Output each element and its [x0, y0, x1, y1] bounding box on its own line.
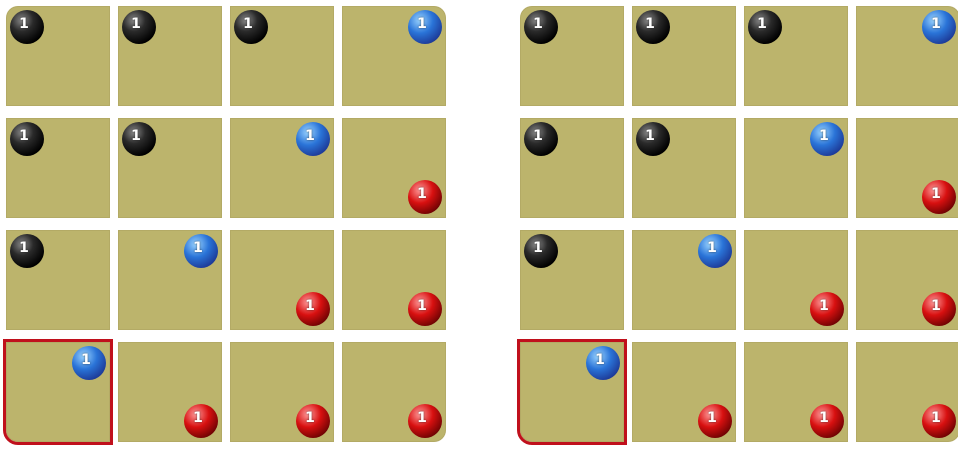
board-cell-r1-c2[interactable]: 1	[230, 118, 334, 218]
board-cell-r3-c2[interactable]: 1	[230, 342, 334, 442]
board-cell-r3-c3[interactable]: 1	[856, 342, 958, 442]
red-ball-icon[interactable]: 1	[922, 404, 956, 438]
red-ball-icon[interactable]: 1	[922, 180, 956, 214]
ball-number: 1	[19, 129, 29, 143]
ball-number: 1	[417, 299, 427, 313]
board-cell-r1-c1[interactable]: 1	[118, 118, 222, 218]
board-cell-r0-c2[interactable]: 1	[744, 6, 848, 106]
ball-number: 1	[931, 299, 941, 313]
ball-number: 1	[707, 241, 717, 255]
ball-number: 1	[819, 411, 829, 425]
board-cell-r0-c1[interactable]: 1	[118, 6, 222, 106]
board-cell-r3-c0[interactable]: 1	[6, 342, 110, 442]
black-ball-icon[interactable]: 1	[234, 10, 268, 44]
board-cell-r1-c3[interactable]: 1	[856, 118, 958, 218]
red-ball-icon[interactable]: 1	[296, 404, 330, 438]
board-cell-r1-c0[interactable]: 1	[6, 118, 110, 218]
black-ball-icon[interactable]: 1	[524, 10, 558, 44]
blue-ball-icon[interactable]: 1	[810, 122, 844, 156]
board-cell-r3-c0[interactable]: 1	[520, 342, 624, 442]
black-ball-icon[interactable]: 1	[636, 122, 670, 156]
ball-number: 1	[19, 17, 29, 31]
black-ball-icon[interactable]: 1	[636, 10, 670, 44]
board-left: 1 1 1 1 1 1 1 1 1 1 1 1 1 1 1 1	[6, 6, 453, 448]
ball-number: 1	[131, 17, 141, 31]
ball-number: 1	[819, 299, 829, 313]
blue-ball-icon[interactable]: 1	[184, 234, 218, 268]
red-ball-icon[interactable]: 1	[810, 292, 844, 326]
ball-number: 1	[305, 411, 315, 425]
ball-number: 1	[193, 411, 203, 425]
board-cell-r2-c0[interactable]: 1	[520, 230, 624, 330]
red-ball-icon[interactable]: 1	[184, 404, 218, 438]
board-cell-r1-c2[interactable]: 1	[744, 118, 848, 218]
board-cell-r0-c0[interactable]: 1	[520, 6, 624, 106]
board-cell-r3-c1[interactable]: 1	[118, 342, 222, 442]
ball-number: 1	[931, 411, 941, 425]
board-cell-r3-c3[interactable]: 1	[342, 342, 446, 442]
ball-number: 1	[757, 17, 767, 31]
red-ball-icon[interactable]: 1	[922, 292, 956, 326]
blue-ball-icon[interactable]: 1	[408, 10, 442, 44]
blue-ball-icon[interactable]: 1	[586, 346, 620, 380]
black-ball-icon[interactable]: 1	[10, 122, 44, 156]
ball-number: 1	[417, 187, 427, 201]
board-cell-r2-c1[interactable]: 1	[118, 230, 222, 330]
ball-number: 1	[305, 299, 315, 313]
board-cell-r2-c1[interactable]: 1	[632, 230, 736, 330]
ball-number: 1	[305, 129, 315, 143]
ball-number: 1	[931, 17, 941, 31]
board-cell-r1-c1[interactable]: 1	[632, 118, 736, 218]
board-cell-r0-c0[interactable]: 1	[6, 6, 110, 106]
board-cell-r2-c3[interactable]: 1	[856, 230, 958, 330]
board-cell-r0-c2[interactable]: 1	[230, 6, 334, 106]
black-ball-icon[interactable]: 1	[748, 10, 782, 44]
black-ball-icon[interactable]: 1	[524, 234, 558, 268]
board-cell-r0-c1[interactable]: 1	[632, 6, 736, 106]
red-ball-icon[interactable]: 1	[408, 180, 442, 214]
ball-number: 1	[243, 17, 253, 31]
black-ball-icon[interactable]: 1	[10, 234, 44, 268]
red-ball-icon[interactable]: 1	[408, 404, 442, 438]
board-cell-r2-c0[interactable]: 1	[6, 230, 110, 330]
blue-ball-icon[interactable]: 1	[922, 10, 956, 44]
ball-number: 1	[417, 411, 427, 425]
black-ball-icon[interactable]: 1	[122, 122, 156, 156]
ball-number: 1	[533, 129, 543, 143]
board-cell-r2-c2[interactable]: 1	[744, 230, 848, 330]
ball-number: 1	[595, 353, 605, 367]
board-right: 1 1 1 1 1 1 1 1 1 1 1 1 1 1 1 1	[520, 6, 958, 448]
red-ball-icon[interactable]: 1	[810, 404, 844, 438]
blue-ball-icon[interactable]: 1	[698, 234, 732, 268]
red-ball-icon[interactable]: 1	[408, 292, 442, 326]
board-cell-r2-c3[interactable]: 1	[342, 230, 446, 330]
blue-ball-icon[interactable]: 1	[72, 346, 106, 380]
ball-number: 1	[417, 17, 427, 31]
ball-number: 1	[707, 411, 717, 425]
board-cell-r0-c3[interactable]: 1	[856, 6, 958, 106]
ball-number: 1	[645, 17, 655, 31]
board-cell-r3-c2[interactable]: 1	[744, 342, 848, 442]
ball-number: 1	[819, 129, 829, 143]
board-cell-r1-c3[interactable]: 1	[342, 118, 446, 218]
ball-number: 1	[533, 241, 543, 255]
board-cell-r2-c2[interactable]: 1	[230, 230, 334, 330]
ball-number: 1	[19, 241, 29, 255]
ball-number: 1	[645, 129, 655, 143]
ball-number: 1	[931, 187, 941, 201]
red-ball-icon[interactable]: 1	[698, 404, 732, 438]
board-cell-r0-c3[interactable]: 1	[342, 6, 446, 106]
black-ball-icon[interactable]: 1	[122, 10, 156, 44]
ball-number: 1	[131, 129, 141, 143]
black-ball-icon[interactable]: 1	[10, 10, 44, 44]
black-ball-icon[interactable]: 1	[524, 122, 558, 156]
ball-number: 1	[533, 17, 543, 31]
ball-number: 1	[193, 241, 203, 255]
blue-ball-icon[interactable]: 1	[296, 122, 330, 156]
board-cell-r3-c1[interactable]: 1	[632, 342, 736, 442]
board-cell-r1-c0[interactable]: 1	[520, 118, 624, 218]
red-ball-icon[interactable]: 1	[296, 292, 330, 326]
ball-number: 1	[81, 353, 91, 367]
